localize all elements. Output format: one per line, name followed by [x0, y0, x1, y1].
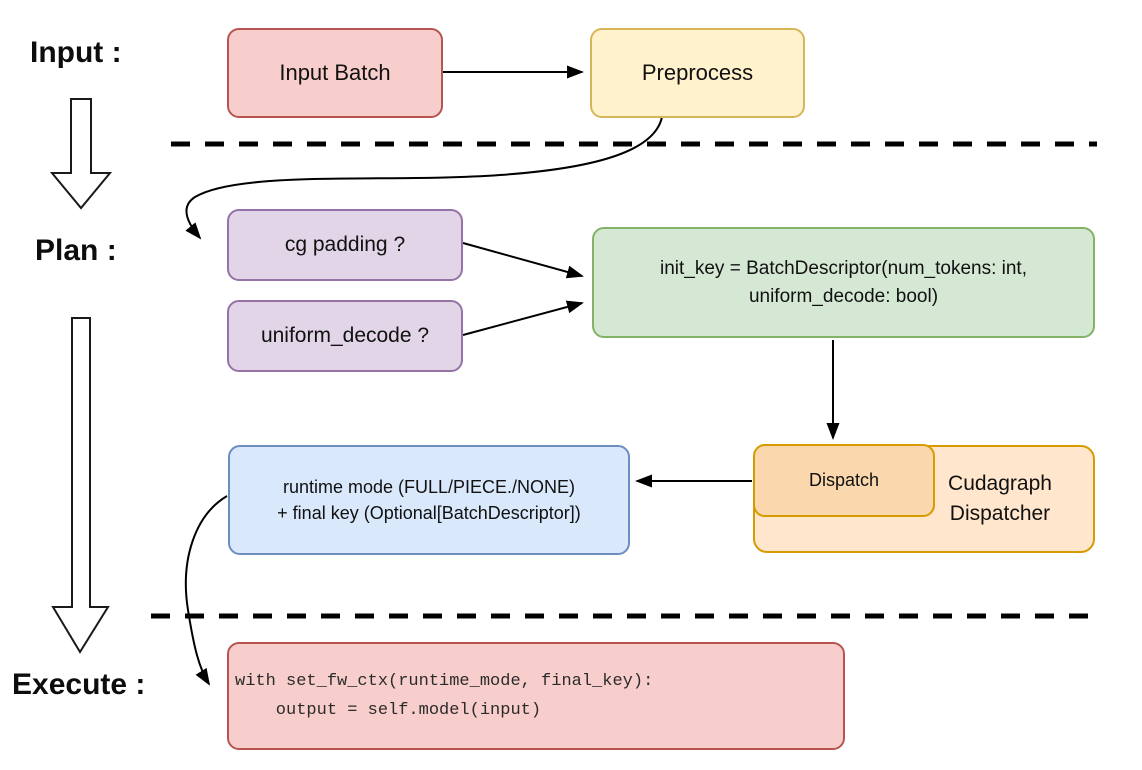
node-preprocess-label: Preprocess	[641, 60, 754, 86]
node-dispatch: Dispatch	[753, 444, 935, 517]
node-cg-padding: cg padding ?	[227, 209, 463, 281]
node-cudagraph-line2: Dispatcher	[949, 502, 1051, 525]
input-to-plan-arrow-icon	[49, 98, 113, 210]
node-runtime-mode-line1: runtime mode (FULL/PIECE./NONE)	[282, 477, 576, 497]
node-init-key-line1: init_key = BatchDescriptor(num_tokens: i…	[660, 257, 1027, 279]
node-init-key: init_key = BatchDescriptor(num_tokens: i…	[592, 227, 1095, 338]
connector-uniformdecode-initkey	[462, 300, 584, 336]
node-input-batch-label: Input Batch	[279, 60, 391, 86]
node-runtime-mode: runtime mode (FULL/PIECE./NONE) + final …	[228, 445, 630, 555]
node-execute-code: with set_fw_ctx(runtime_mode, final_key)…	[227, 642, 845, 750]
stage-label-plan: Plan :	[35, 234, 117, 267]
plan-to-execute-arrow-icon	[51, 317, 110, 654]
node-input-batch: Input Batch	[227, 28, 443, 118]
node-init-key-line2: uniform_decode: bool)	[748, 285, 939, 307]
stage-label-input: Input :	[30, 36, 122, 69]
node-cudagraph-dispatcher-label: Cudagraph Dispatcher	[915, 447, 1085, 551]
connector-runtimemode-executecode	[184, 495, 228, 686]
node-execute-code-line2: output = self.model(input)	[235, 701, 542, 720]
node-cg-padding-label: cg padding ?	[284, 232, 406, 256]
node-uniform-decode-label: uniform_decode ?	[260, 323, 430, 347]
node-execute-code-line1: with set_fw_ctx(runtime_mode, final_key)…	[235, 672, 654, 691]
node-cudagraph-line1: Cudagraph	[948, 472, 1052, 495]
connector-cgpadding-initkey	[462, 242, 584, 279]
node-uniform-decode: uniform_decode ?	[227, 300, 463, 372]
node-preprocess: Preprocess	[590, 28, 805, 118]
node-runtime-mode-line2: + final key (Optional[BatchDescriptor])	[277, 503, 581, 523]
stage-label-execute: Execute :	[12, 668, 146, 701]
node-dispatch-label: Dispatch	[808, 470, 880, 491]
